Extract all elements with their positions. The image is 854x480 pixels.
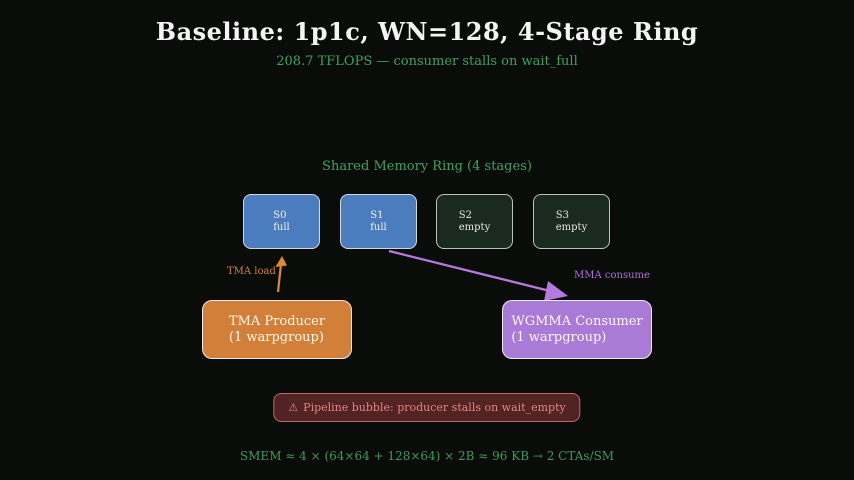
stage-box-s0: S0 full — [243, 194, 320, 249]
tma-load-label: TMA load — [227, 266, 276, 277]
stage-name: S0 — [273, 209, 287, 221]
warning-icon: ⚠ — [288, 401, 299, 414]
producer-subtitle: (1 warpgroup) — [228, 329, 324, 345]
stage-name: S3 — [555, 209, 569, 221]
consumer-subtitle: (1 warpgroup) — [511, 329, 607, 345]
stage-state: empty — [555, 221, 588, 233]
stage-name: S1 — [370, 209, 384, 221]
wgmma-consumer-box: WGMMA Consumer (1 warpgroup) — [502, 300, 652, 359]
stage-box-s3: S3 empty — [533, 194, 610, 249]
subtitle: 208.7 TFLOPS — consumer stalls on wait_f… — [276, 54, 578, 69]
stage-state: empty — [458, 221, 491, 233]
mma-consume-label: MMA consume — [574, 270, 650, 281]
smem-formula: SMEM ≈ 4 × (64×64 + 128×64) × 2B ≈ 96 KB… — [239, 449, 615, 463]
stage-state: full — [273, 221, 290, 233]
producer-title: TMA Producer — [228, 314, 326, 329]
tma-producer-box: TMA Producer (1 warpgroup) — [202, 300, 352, 359]
ring-label: Shared Memory Ring (4 stages) — [322, 159, 532, 174]
consumer-title: WGMMA Consumer — [511, 314, 643, 329]
mma-consume-arrow — [388, 249, 568, 301]
tma-load-arrow — [275, 256, 287, 293]
warning-text: Pipeline bubble: producer stalls on wait… — [303, 401, 566, 414]
stage-box-s2: S2 empty — [436, 194, 513, 249]
page-title: Baseline: 1p1c, WN=128, 4-Stage Ring — [155, 17, 699, 46]
stage-name: S2 — [458, 209, 472, 221]
pipeline-bubble-warning: ⚠ Pipeline bubble: producer stalls on wai… — [273, 393, 581, 422]
stage-state: full — [370, 221, 387, 233]
stage-box-s1: S1 full — [340, 194, 417, 249]
